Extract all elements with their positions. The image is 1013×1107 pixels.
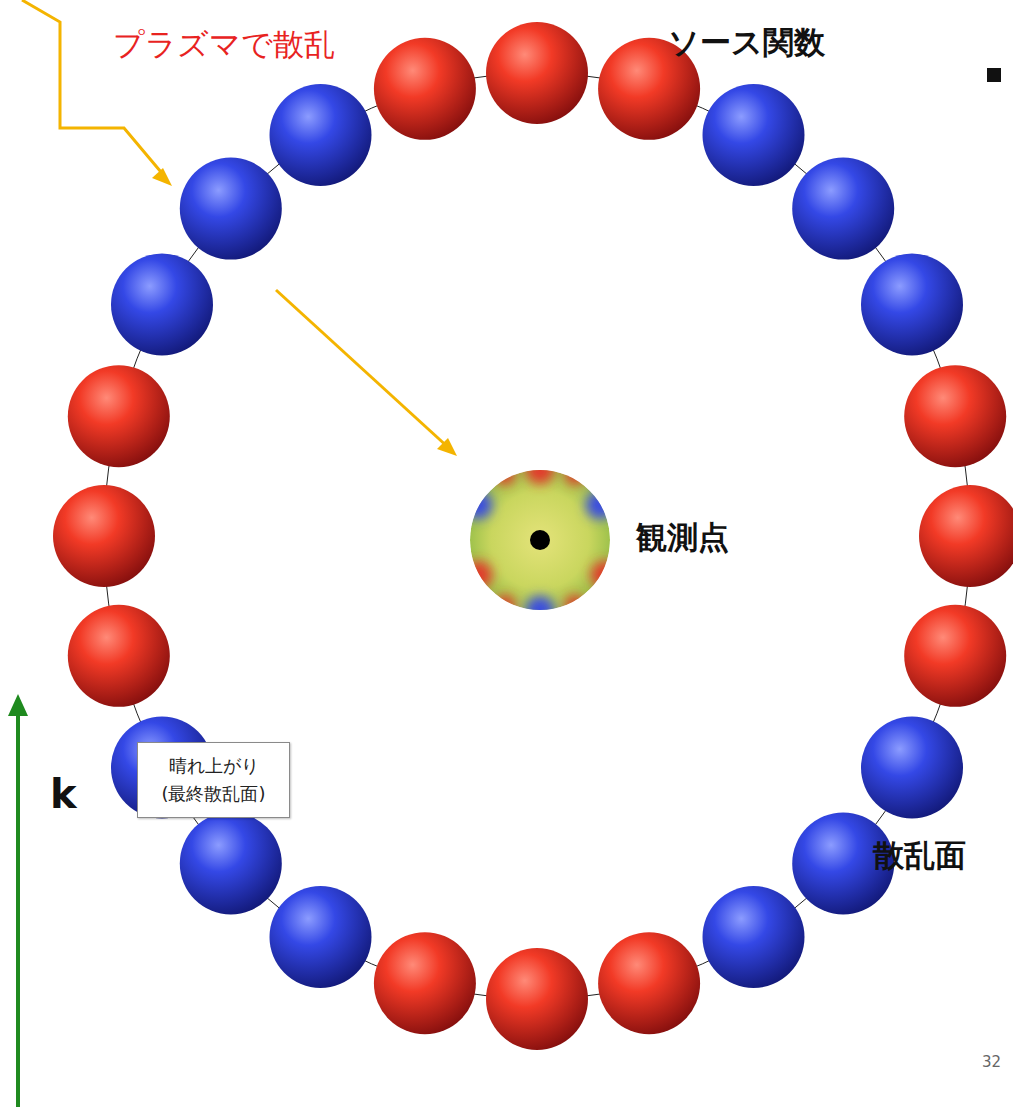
heading-label: ソース関数: [668, 24, 825, 61]
observer-label: 観測点: [636, 519, 729, 556]
plasma-sphere: [861, 717, 963, 819]
plasma-sphere: [68, 605, 170, 707]
plasma-sphere: [861, 254, 963, 356]
plasma-sphere: [53, 485, 155, 587]
plasma-sphere: [374, 38, 476, 140]
plasma-sphere: [598, 932, 700, 1034]
surface-label: 散乱面: [873, 837, 966, 874]
plasma-sphere: [180, 158, 282, 260]
plasma-sphere: [180, 812, 282, 914]
page-number: 32: [982, 1053, 1001, 1071]
plasma-sphere: [374, 932, 476, 1034]
plasma-sphere: [486, 22, 588, 124]
plasma-sphere: [270, 84, 372, 186]
callout-text: 晴れ上がり (最終散乱面): [148, 752, 279, 808]
plasma-sphere: [486, 948, 588, 1050]
plasma-sphere: [270, 886, 372, 988]
plasma-sphere: [919, 485, 1013, 587]
plasma-sphere: [904, 605, 1006, 707]
plasma-sphere: [68, 365, 170, 467]
plasma-sphere: [904, 365, 1006, 467]
plasma-sphere: [111, 254, 213, 356]
plasma-sphere: [703, 84, 805, 186]
plasma-sphere: [792, 158, 894, 260]
plasma-sphere: [703, 886, 805, 988]
vector-label: k: [50, 770, 77, 818]
callout-text: プラズマで散乱: [113, 26, 335, 63]
callout-box: 晴れ上がり (最終散乱面): [137, 742, 290, 818]
